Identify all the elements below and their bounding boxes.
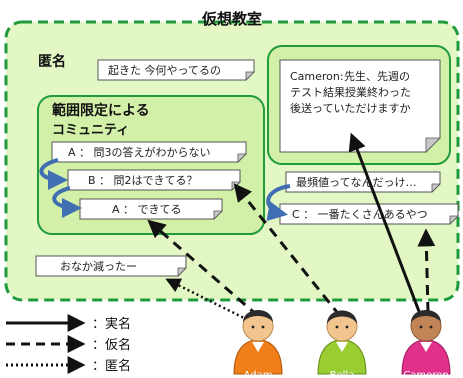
page-title: 仮想教室: [201, 10, 262, 28]
cameron-note: Cameron: 先生、先週の テスト結果授業終わった 後送っていただけますか: [279, 59, 441, 153]
cameron-note-line1: 先生、先週の: [344, 69, 410, 83]
pseudonym-question-note: 最頻値ってなんだっけ…: [285, 171, 441, 193]
anonymous-note: 起きた 今何やってるの: [97, 59, 255, 81]
outside-note-text: おなか減ったー: [60, 259, 137, 273]
person-cameron: Cameron: [401, 310, 451, 378]
person-bella-name: Bella: [330, 370, 355, 378]
outside-note: おなか減ったー: [35, 255, 187, 277]
pseudonym-answer-note: C ： 一番たくさんあるやつ: [279, 203, 459, 225]
community-message-b-text: B ： 問2はできてる？: [88, 174, 198, 187]
community-message-a2-text: A ： できてる: [112, 203, 182, 216]
person-cameron-name: Cameron: [403, 370, 448, 378]
person-adam: Adam: [233, 310, 283, 378]
reply-curl-arrow-2: [52, 186, 82, 218]
legend-solid-label: ：実名: [92, 316, 131, 332]
legend-dashed-label: ：仮名: [92, 337, 131, 353]
cameron-note-line2: テスト結果授業終わった: [290, 85, 411, 99]
person-bella: Bella: [317, 310, 367, 378]
legend-dotted-label: ：匿名: [92, 358, 131, 374]
anonymous-note-text: 起きた 今何やってるの: [108, 63, 221, 77]
person-adam-name: Adam: [244, 370, 273, 378]
adam-dashed-arrow: [147, 219, 259, 318]
reply-curl-arrow-3: [266, 184, 291, 221]
reply-curl-arrow-1: [39, 158, 68, 190]
cameron-note-line3: 後送っていただけますか: [290, 101, 410, 115]
anonymous-area-label: 匿名: [38, 53, 66, 70]
community-message-a1: A ： 問3の答えがわからない: [51, 141, 247, 163]
community-message-a2: A ： できてる: [79, 198, 223, 220]
community-label-line1: 範囲限定による: [52, 102, 150, 119]
community-message-b: B ： 問2はできてる？: [67, 169, 241, 191]
bella-dashed-arrow: [233, 183, 342, 317]
community-label-line2: コミュニティ: [52, 123, 129, 138]
legend: ：実名 ：仮名 ：匿名: [6, 314, 131, 374]
community-message-a1-text: A ： 問3の答えがわからない: [68, 145, 211, 159]
cameron-dashed-arrow: [417, 228, 436, 313]
cameron-note-speaker: Cameron:: [290, 70, 344, 83]
pseudonym-question-text: 最頻値ってなんだっけ…: [296, 175, 416, 189]
cameron-solid-arrow: [348, 132, 422, 315]
pseudonym-answer-text: C ： 一番たくさんあるやつ: [292, 208, 428, 221]
adam-dotted-arrow: [165, 278, 253, 324]
